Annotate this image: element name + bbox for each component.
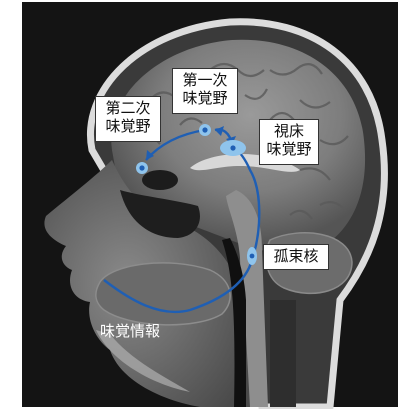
sinus bbox=[142, 170, 178, 190]
node-primary-cortex bbox=[199, 124, 211, 136]
label-primary-taste-cortex: 第一次 味覚野 bbox=[172, 68, 238, 114]
label-taste-information: 味覚情報 bbox=[100, 322, 160, 340]
label-solitary-nucleus: 孤束核 bbox=[263, 244, 329, 270]
spinal-column bbox=[270, 300, 296, 407]
tongue bbox=[96, 263, 230, 325]
label-secondary-taste-cortex: 第二次 味覚野 bbox=[95, 96, 161, 142]
node-secondary-cortex bbox=[136, 162, 148, 174]
node-thalamus bbox=[220, 140, 246, 156]
node-solitary-nucleus bbox=[247, 247, 257, 265]
label-thalamic-taste-area: 視床 味覚野 bbox=[259, 119, 319, 165]
